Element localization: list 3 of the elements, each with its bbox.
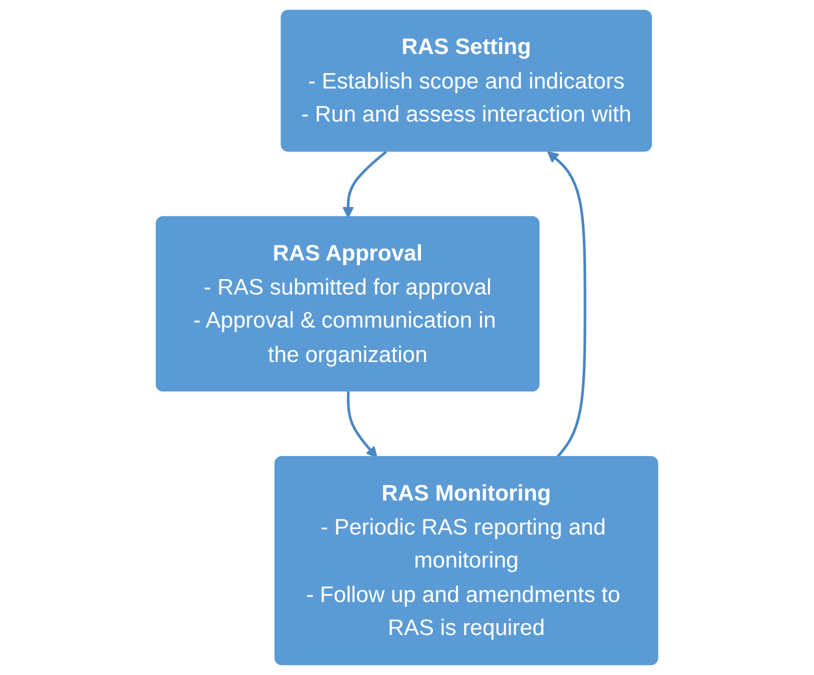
arrow	[547, 151, 586, 458]
arrow	[342, 150, 388, 218]
arrow	[346, 392, 378, 458]
